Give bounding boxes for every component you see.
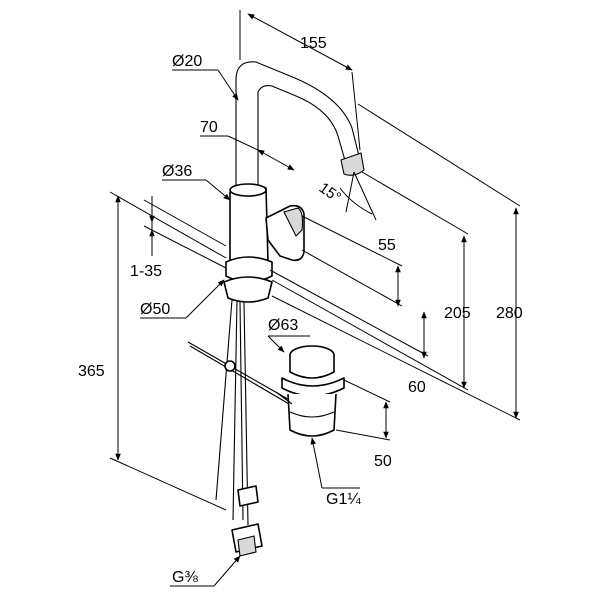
waste-plug: [289, 355, 335, 379]
spout-outline-outer: [235, 61, 361, 185]
label-spout-reach: 155: [300, 35, 327, 52]
faucet-body: [187, 61, 365, 557]
waste-thread-ring: [289, 411, 335, 418]
body-cylinder: [229, 184, 269, 268]
spout-outline-inner: [257, 85, 347, 185]
supply-hose-left: [215, 299, 233, 501]
label-lever-height: 55: [378, 237, 396, 254]
waste-body: [287, 393, 337, 437]
hose-fitting-upper: [237, 485, 259, 507]
supply-hose-right-2: [239, 301, 244, 521]
spout-tip: [340, 152, 365, 176]
popup-rod-2: [189, 345, 297, 409]
base-flange: [223, 276, 273, 303]
rod-joint: [224, 360, 236, 372]
body-top-ring: [229, 183, 267, 197]
label-spout-diameter: Ø20: [172, 53, 202, 70]
label-base-diameter: Ø50: [140, 301, 170, 318]
waste-flange: [281, 377, 345, 397]
label-installation-depth: 365: [78, 363, 105, 380]
dimension-lines: [109, 10, 521, 587]
waste-fitting: [275, 345, 345, 437]
label-total-height: 280: [496, 305, 523, 322]
label-deck-thickness: 1-35: [130, 263, 162, 280]
dimension-labels: 155 Ø20 70 Ø36 15° 55 1-35 Ø50 Ø63 205 2…: [78, 35, 523, 586]
label-lever-offset: 70: [200, 119, 218, 136]
hose-nut: [237, 535, 257, 557]
waste-lever-arm: [275, 391, 293, 405]
label-spout-angle: 15°: [316, 179, 344, 206]
label-spout-height-offset: 60: [408, 379, 426, 396]
label-supply-thread: G⅜: [172, 569, 198, 586]
mount-rod: [232, 299, 238, 521]
label-outlet-height: 205: [444, 305, 471, 322]
label-waste-depth: 50: [374, 453, 392, 470]
lever-grip: [283, 207, 304, 237]
label-body-diameter: Ø36: [162, 163, 192, 180]
label-waste-thread: G1¼: [326, 491, 361, 508]
label-waste-diameter: Ø63: [268, 317, 298, 334]
